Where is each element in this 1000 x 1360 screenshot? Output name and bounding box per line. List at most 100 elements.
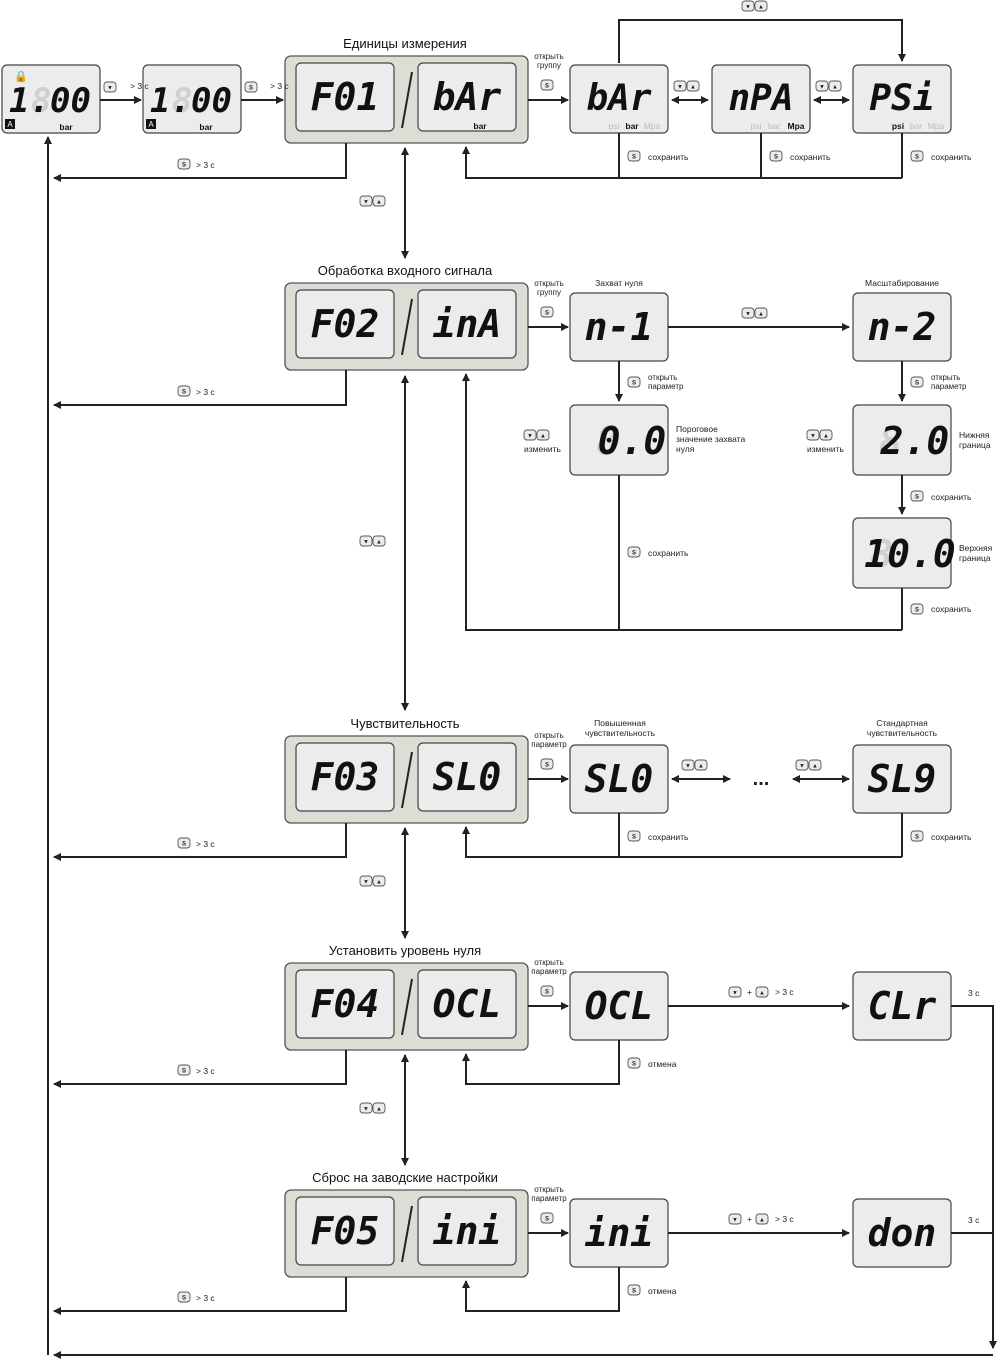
set-button-icon: S [244,81,258,93]
svg-text:S: S [249,86,253,92]
svg-text:▲: ▲ [698,764,704,770]
svg-text:+: + [747,1214,752,1224]
up-button-icon: ▲ [755,986,769,998]
svg-text:сохранить: сохранить [931,492,972,502]
svg-text:bar: bar [910,121,922,131]
set-button-icon: S [177,837,191,849]
auto-badge: A [7,120,13,129]
upper-bound-label: Верхняя граница [959,543,993,563]
svg-text:S: S [632,1062,636,1068]
svg-text:F04: F04 [311,982,380,1026]
down-button-icon: ▼ [103,81,117,93]
svg-text:S: S [632,1289,636,1295]
svg-text:2.0: 2.0 [880,419,950,463]
threshold-display: 8 0.0 [569,404,669,476]
svg-text:▼: ▼ [363,540,369,546]
set-button-icon: S [910,603,924,615]
svg-text:don: don [868,1211,937,1255]
svg-text:F01: F01 [311,75,380,119]
svg-text:▲: ▲ [823,434,829,440]
unit-option-mpa: nPA psi bar Mpa [711,64,811,134]
svg-text:S: S [915,835,919,841]
svg-text:8: 8 [31,81,51,121]
set-button-icon: S [627,1057,641,1069]
svg-text:+: + [747,987,752,997]
svg-text:▲: ▲ [832,85,838,91]
down-up-buttons-icon: ▼▲ [795,759,822,771]
down-up-buttons-icon: ▼▲ [741,0,768,12]
group-title-f03: Чувствительность [350,716,459,731]
upper-bound-display: 8 10.0 [852,517,956,589]
svg-text:сохранить: сохранить [931,604,972,614]
connector-lines [44,19,997,1359]
svg-text:▲: ▲ [759,1218,765,1224]
down-up-buttons-icon: ▼▲ [359,195,386,207]
svg-text:▲: ▲ [759,991,765,997]
svg-text:3 с: 3 с [968,988,980,998]
svg-text:▲: ▲ [376,1107,382,1113]
mode1-label: Захват нуля [595,278,643,288]
lower-bound-label: Нижняя граница [959,430,991,450]
svg-text:S: S [182,1296,186,1302]
svg-text:inA: inA [433,302,502,346]
svg-text:F05: F05 [311,1209,380,1253]
svg-text:> 3 с: > 3 с [196,1293,215,1303]
svg-text:S: S [915,155,919,161]
svg-text:> 3 с: > 3 с [196,1066,215,1076]
svg-text:> 3 с: > 3 с [196,387,215,397]
group-title-f04: Установить уровень нуля [329,943,481,958]
set-button-icon: S [177,158,191,170]
svg-text:8: 8 [870,532,893,576]
step-labels: > 3 с > 3 с > 3 с > 3 с > 3 с > 3 с > 3 … [130,52,980,1303]
svg-text:A: A [148,120,154,129]
svg-text:SL0: SL0 [585,757,654,801]
svg-text:> 3 с: > 3 с [130,81,149,91]
svg-text:▼: ▼ [527,434,533,440]
unit-option-psi: PSi psi bar Mpa [852,64,952,134]
standard-sensitivity-label: Стандартная чувствительность [866,718,938,738]
down-button-icon: ▼ [728,1213,742,1225]
down-up-buttons-icon: ▼▲ [673,80,700,92]
up-button-icon: ▲ [755,1213,769,1225]
sensitivity-std-display: SL9 [852,744,952,814]
svg-text:S: S [915,381,919,387]
svg-text:▲: ▲ [540,434,546,440]
set-button-icon: S [177,385,191,397]
svg-text:▼: ▼ [819,85,825,91]
svg-text:▼: ▼ [799,764,805,770]
svg-text:OCL: OCL [433,982,502,1026]
down-up-buttons-icon: ▼▲ [815,80,842,92]
svg-text:10.0: 10.0 [864,532,956,576]
svg-text:сохранить: сохранить [648,548,689,558]
svg-text:сохранить: сохранить [648,152,689,162]
unit-option-bar: bAr psi bar Mpa [569,64,669,134]
down-up-buttons-icon: ▼▲ [359,875,386,887]
svg-text:S: S [915,608,919,614]
svg-text:> 3 с: > 3 с [196,160,215,170]
svg-text:▼: ▼ [745,312,751,318]
svg-text:▼: ▼ [810,434,816,440]
set-button-icon: S [177,1064,191,1076]
svg-text:n-1: n-1 [585,305,654,349]
svg-text:ini: ini [585,1211,654,1255]
svg-text:> 3 с: > 3 с [775,987,794,997]
reset-init-display: ini [569,1198,669,1268]
set-button-icon: S [540,758,554,770]
svg-text:Mpa: Mpa [644,121,661,131]
svg-text:S: S [915,495,919,501]
svg-text:▲: ▲ [376,540,382,546]
svg-text:8: 8 [879,419,902,463]
svg-text:S: S [632,551,636,557]
svg-text:S: S [182,1069,186,1075]
start-display-1: 🔒 8 1.00 A bar [1,64,101,134]
svg-text:S: S [545,1217,549,1223]
group-f02-display: F02 inA [284,282,529,371]
start-unit-1: bar [59,122,73,132]
svg-text:3 с: 3 с [968,1215,980,1225]
svg-text:сохранить: сохранить [648,832,689,842]
svg-text:отмена: отмена [648,1059,677,1069]
svg-text:▲: ▲ [376,880,382,886]
svg-text:psi: psi [892,121,904,131]
svg-text:▼: ▼ [732,991,738,997]
